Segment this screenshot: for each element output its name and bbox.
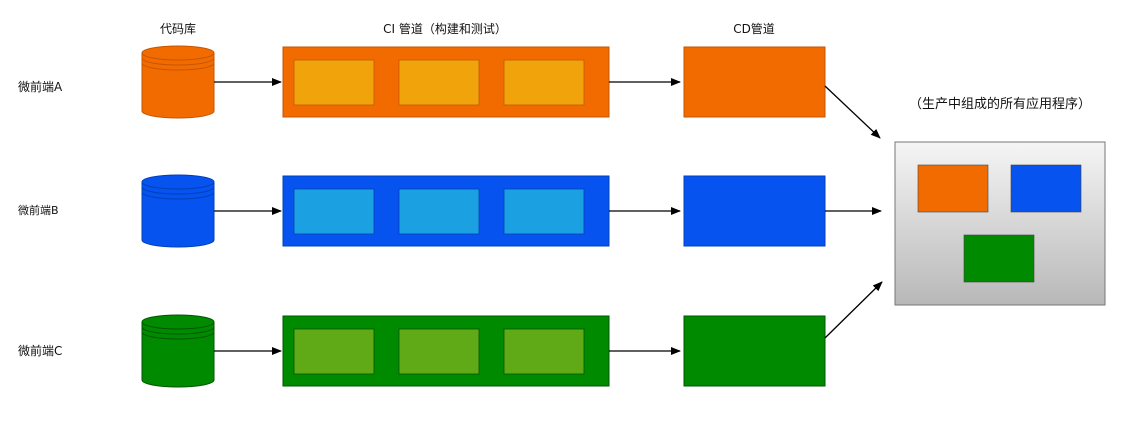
ci-stage-block [293, 328, 375, 375]
cylinder-ring [141, 326, 215, 335]
production-app-block [1010, 164, 1082, 213]
production-environment [894, 141, 1106, 306]
cylinder-ring [141, 62, 215, 71]
repository-cylinder [141, 45, 215, 119]
arrow-cd-a-to-production [824, 85, 881, 139]
cylinder-top [141, 174, 215, 190]
cd-pipeline-box [683, 315, 826, 387]
production-app-block [963, 234, 1035, 283]
cylinder-ring [141, 186, 215, 195]
cylinder-ring [141, 191, 215, 200]
cylinder-top [141, 45, 215, 61]
ci-stage-block [293, 188, 375, 235]
ci-stage-block [398, 328, 480, 375]
row-microfrontend-a: 微前端A [18, 45, 826, 119]
row-microfrontend-c: 微前端C [18, 314, 826, 388]
cd-pipeline-box [683, 175, 826, 247]
repository-cylinder [141, 314, 215, 388]
production-app-block [917, 164, 989, 213]
repo-header: 代码库 [160, 21, 196, 36]
ci-stage-block [398, 59, 480, 106]
ci-header: CI 管道（构建和测试） [383, 21, 507, 36]
row-microfrontend-b: 微前端B [18, 174, 826, 248]
ci-stage-block [398, 188, 480, 235]
row-label: 微前端A [18, 79, 63, 94]
cylinder-top [141, 314, 215, 330]
cd-header: CD管道 [733, 21, 775, 36]
ci-stage-block [293, 59, 375, 106]
ci-stage-block [503, 188, 585, 235]
cylinder-ring [141, 331, 215, 340]
cylinder-ring [141, 57, 215, 66]
arrow-cd-c-to-production [824, 281, 883, 339]
cd-pipeline-box [683, 46, 826, 118]
row-label: 微前端C [18, 343, 62, 358]
production-title: （生产中组成的所有应用程序） [909, 96, 1091, 112]
ci-stage-block [503, 328, 585, 375]
row-label: 微前端B [18, 203, 59, 217]
repository-cylinder [141, 174, 215, 248]
ci-stage-block [503, 59, 585, 106]
